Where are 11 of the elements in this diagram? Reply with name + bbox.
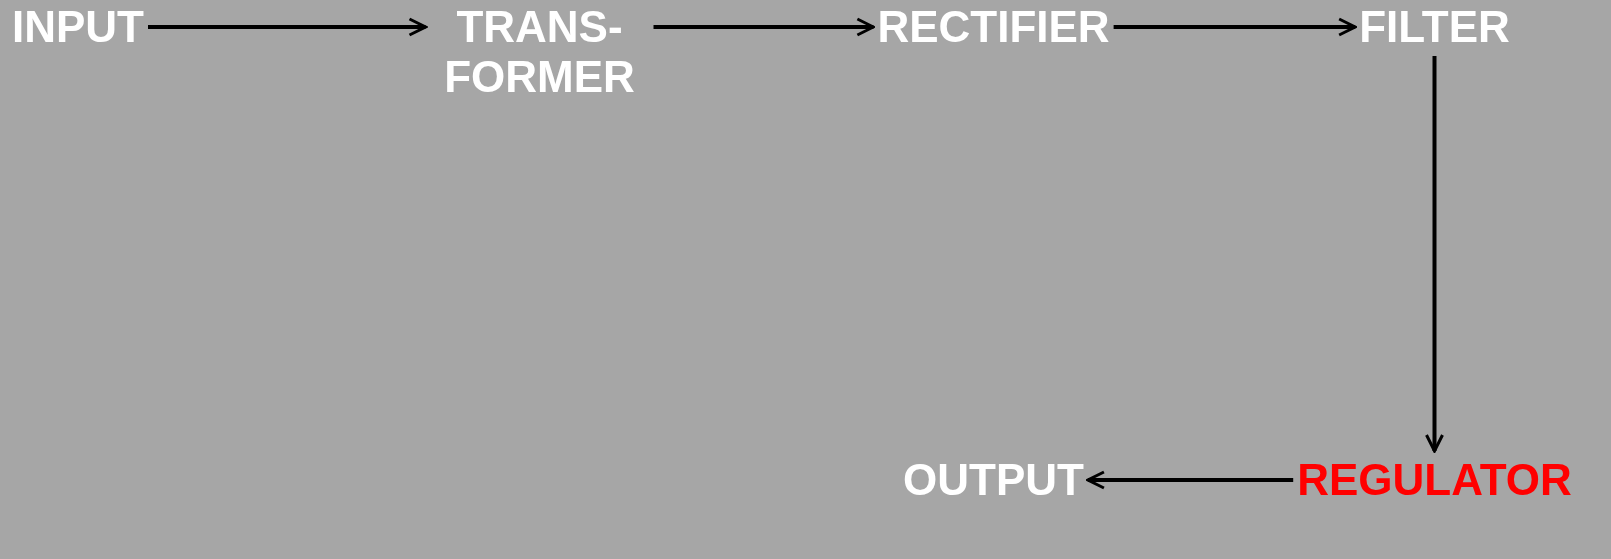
block-label: RECTIFIER [877,2,1110,52]
block-label: REGULATOR [1297,455,1572,505]
block-label: OUTPUT [903,455,1084,505]
arrow [653,17,875,37]
arrow [1113,17,1357,37]
arrow [1086,470,1294,490]
block-label: INPUT [12,2,144,52]
arrow [148,17,427,37]
block-label: TRANS- FORMER [443,2,636,102]
block-label: FILTER [1359,2,1510,52]
arrow [1425,56,1444,453]
